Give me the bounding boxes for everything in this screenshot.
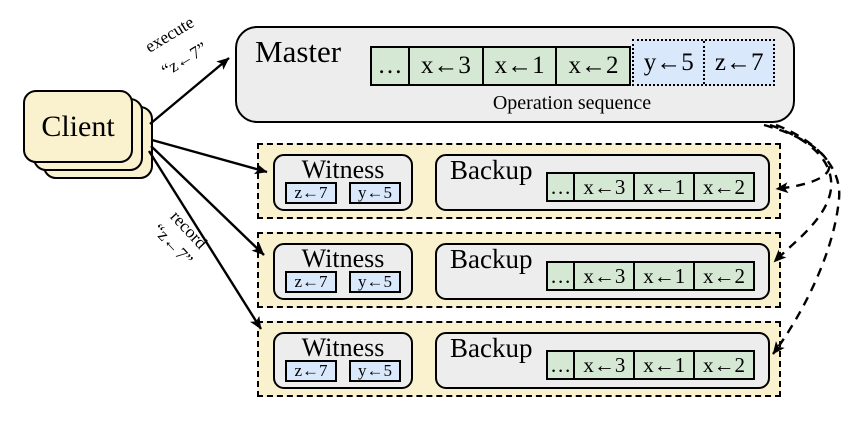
witness-op-cell: y←5 [349,182,401,204]
witness-box: Witness z←7 y←5 [273,332,413,389]
backup-op-cell: … [545,172,576,202]
backup-box: Backup … x←3 x←1 x←2 [435,154,770,211]
backup-op-cell: x←2 [693,350,755,380]
op-cell-unsynced: z←7 [702,41,774,84]
client-to-witness1-arrow [151,138,268,175]
witness-op-cell: y←5 [349,271,401,293]
record-arrow-label: record “z←7” [124,178,238,296]
witness-op-cell: z←7 [285,360,337,382]
replica-group-2: Witness z←7 y←5 Backup … x←3 x←1 x←2 [257,232,781,308]
master-box: Master … x←3 x←1 x←2 y←5 z←7 Operation s… [235,26,795,123]
execute-arrow-label: execute “z←7” [111,0,244,103]
witness-op-cell: z←7 [285,182,337,204]
witness-label: Witness [301,155,385,184]
client-label: Client [41,109,115,143]
backup-op-cell: x←2 [693,261,755,291]
backup-ops: … x←3 x←1 x←2 [545,261,755,291]
backup-ops: … x←3 x←1 x←2 [545,350,755,380]
backup-op-cell: x←3 [573,261,636,291]
backup-op-cell: … [545,350,576,380]
backup-label: Backup [450,155,533,185]
backup-op-cell: x←3 [573,350,636,380]
backup-box: Backup … x←3 x←1 x←2 [435,332,770,389]
witness-ops: z←7 y←5 [275,182,411,204]
operation-sequence: … x←3 x←1 x←2 y←5 z←7 [370,39,776,86]
client-box: Client [23,90,133,163]
backup-box: Backup … x←3 x←1 x←2 [435,243,770,300]
witness-box: Witness z←7 y←5 [273,243,413,300]
backup-op-cell: … [545,261,576,291]
backup-label: Backup [450,333,533,363]
operation-sequence-caption: Operation sequence [492,92,652,114]
backup-op-cell: x←2 [693,172,755,202]
witness-ops: z←7 y←5 [275,360,411,382]
backup-op-cell: x←1 [633,172,696,202]
backup-ops: … x←3 x←1 x←2 [545,172,755,202]
replica-group-3: Witness z←7 y←5 Backup … x←3 x←1 x←2 [257,321,781,397]
witness-label: Witness [301,244,385,273]
backup-op-cell: x←3 [573,172,636,202]
op-cell: … [370,46,410,86]
op-cell: x←2 [555,46,632,86]
master-label: Master [255,34,342,69]
master-to-backup3-arrow [772,123,841,355]
op-cell: x←3 [407,46,484,86]
witness-label: Witness [301,333,385,362]
witness-op-cell: y←5 [349,360,401,382]
witness-op-cell: z←7 [285,271,337,293]
backup-label: Backup [450,244,533,274]
witness-ops: z←7 y←5 [275,271,411,293]
unsynced-ops-group: y←5 z←7 [632,39,776,86]
backup-op-cell: x←1 [633,350,696,380]
op-cell: x←1 [481,46,558,86]
witness-box: Witness z←7 y←5 [273,154,413,211]
backup-op-cell: x←1 [633,261,696,291]
replica-group-1: Witness z←7 y←5 Backup … x←3 x←1 x←2 [257,143,781,219]
op-cell-unsynced: y←5 [643,48,694,76]
